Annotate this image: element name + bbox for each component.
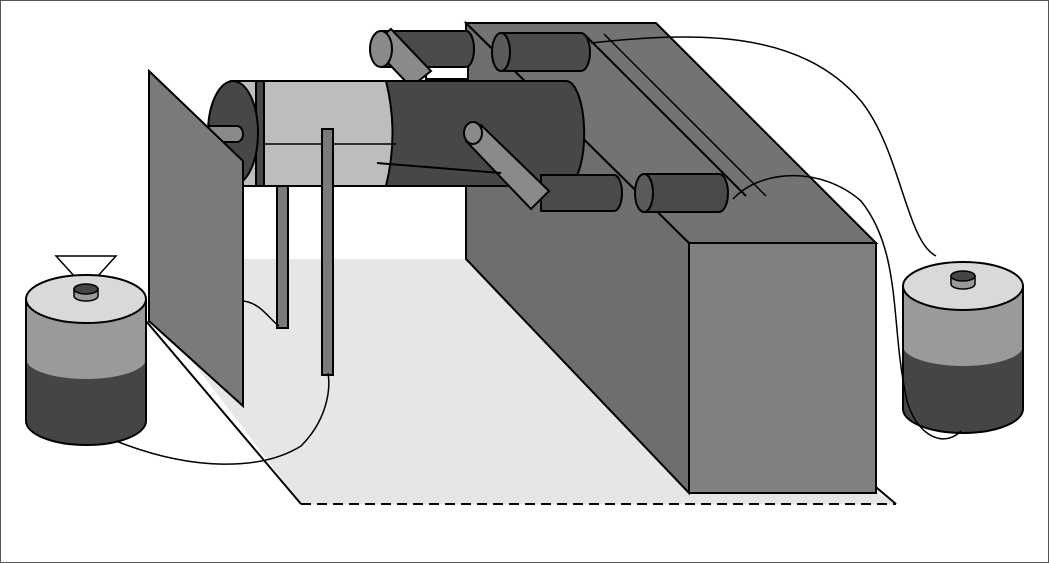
- roller-top-left: [369, 27, 475, 89]
- wire-left-battery: [115, 372, 330, 465]
- side-plate: [148, 68, 244, 409]
- block-top-groove-2: [603, 33, 767, 197]
- roller-top-right: [491, 32, 591, 72]
- lower-roller: [463, 121, 623, 212]
- wire-top-right: [590, 36, 937, 257]
- base-left-edge: [145, 320, 302, 505]
- wire-right-roller: [732, 174, 962, 440]
- block-top-groove: [583, 33, 747, 197]
- battery-right: [902, 261, 1024, 434]
- electrode-rod-right: [321, 128, 334, 376]
- electrode-rod-left: [276, 185, 289, 329]
- battery-left: [25, 255, 147, 446]
- connecting-wires: [115, 36, 962, 465]
- internal-wire: [376, 162, 502, 174]
- wire-left-rod: [242, 300, 280, 327]
- roller-bottom-right: [634, 173, 729, 213]
- support-block-front: [688, 242, 877, 494]
